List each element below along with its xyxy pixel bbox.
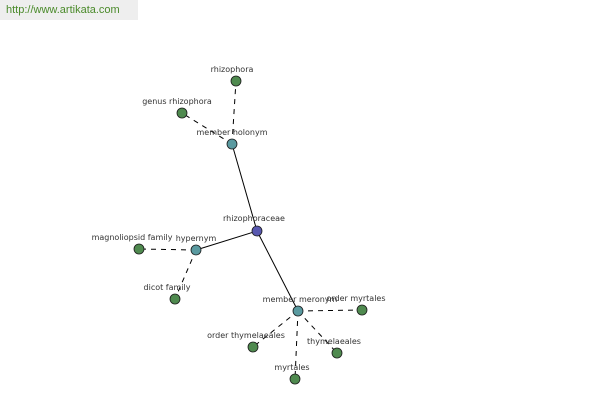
node-genus-rhizophora[interactable] [176,107,188,119]
label-myrtales[interactable]: myrtales [274,363,309,372]
site-url[interactable]: http://www.artikata.com [0,0,138,20]
node-order-myrtales[interactable] [356,304,368,316]
node-rhizophoraceae[interactable] [251,225,263,237]
edge-rhizophoraceae-hypernym [195,230,258,251]
edge-member_holonym-rhizophora [231,80,237,145]
label-genus-rhizophora[interactable]: genus rhizophora [142,97,212,106]
node-rhizophora[interactable] [230,75,242,87]
label-thymelaeales[interactable]: thymelaeales [307,337,361,346]
node-member-meronym[interactable] [292,305,304,317]
edge-member_meronym-thymelaeales [297,310,338,354]
node-magnoliopsid-family[interactable] [133,243,145,255]
edge-hypernym-dicot_family [174,249,197,300]
edge-hypernym-magnoliopsid_family [138,248,197,251]
edge-rhizophoraceae-member_holonym [231,143,258,232]
node-member-holonym[interactable] [226,138,238,150]
label-member-holonym[interactable]: member holonym [196,128,267,137]
node-myrtales[interactable] [289,373,301,385]
label-member-meronym[interactable]: member meronym [263,295,338,304]
label-rhizophoraceae[interactable]: rhizophoraceae [223,214,285,223]
graph-labels: rhizophoraceae member holonym rhizophora ge… [92,65,386,372]
label-magnoliopsid-family[interactable]: magnoliopsid family [92,233,173,242]
node-thymelaeales[interactable] [331,347,343,359]
node-hypernym[interactable] [190,244,202,256]
graph-edges [138,80,363,380]
edge-rhizophoraceae-member_meronym [256,230,299,312]
edge-member_meronym-order_thymelaeales [252,310,299,348]
label-dicot-family[interactable]: dicot family [144,283,191,292]
graph-nodes [133,75,368,385]
label-rhizophora[interactable]: rhizophora [211,65,254,74]
node-dicot-family[interactable] [169,293,181,305]
label-order-myrtales[interactable]: order myrtales [326,294,385,303]
edge-member_meronym-order_myrtales [297,309,363,312]
label-hypernym[interactable]: hypernym [176,234,217,243]
edge-member_meronym-myrtales [294,310,299,380]
node-order-thymelaeales[interactable] [247,341,259,353]
label-order-thymelaeales[interactable]: order thymelaeales [207,331,285,340]
